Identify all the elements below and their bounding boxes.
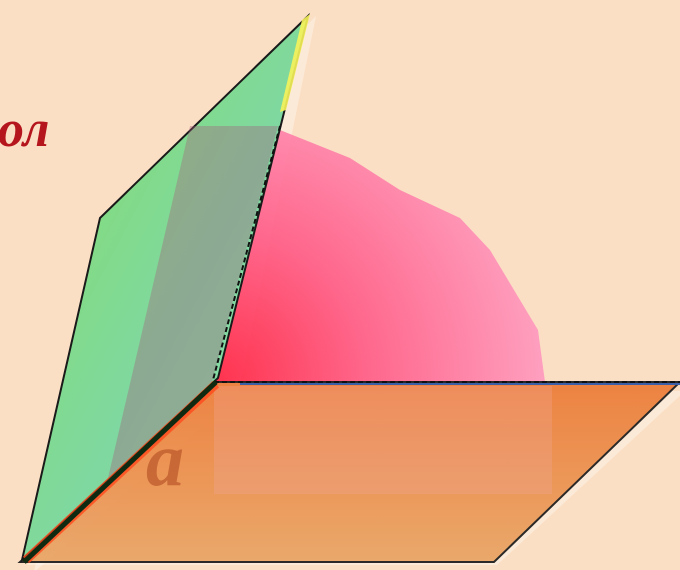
linear-angle-sector <box>212 126 545 382</box>
vertical-plane <box>20 12 310 563</box>
common-edge <box>22 380 218 564</box>
vertical-plane-highlight <box>280 14 310 112</box>
sector-overlap <box>108 126 278 478</box>
edge-label-a: a <box>146 418 184 502</box>
vertical-angle-ray <box>212 125 281 381</box>
sector-projection <box>214 386 552 494</box>
partial-heading-text: ол <box>0 101 50 158</box>
